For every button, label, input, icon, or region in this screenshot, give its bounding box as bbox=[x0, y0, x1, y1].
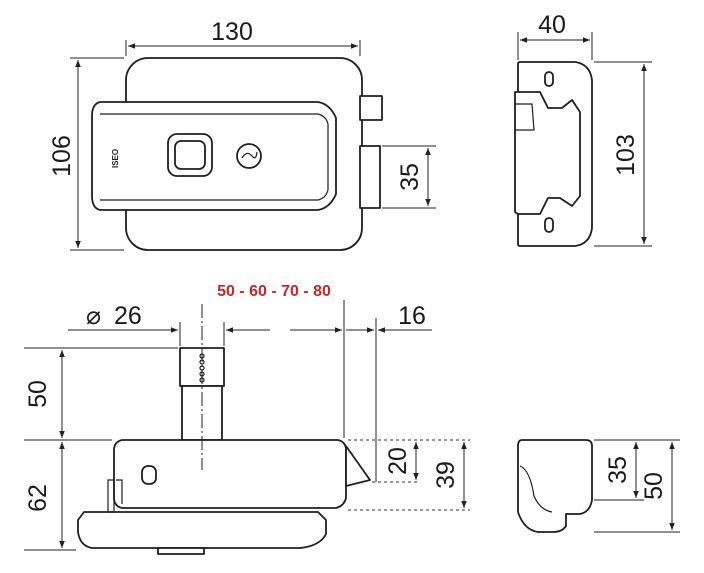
bolt-block bbox=[359, 145, 381, 209]
brand-logo: ISEO bbox=[111, 149, 120, 168]
side-handle-tab bbox=[515, 103, 535, 131]
dim-backset-options: 50 - 60 - 70 - 80 bbox=[217, 283, 331, 300]
latch-bolt bbox=[345, 445, 371, 487]
dim-side-height: 103 bbox=[612, 134, 640, 176]
front-view: ISEO bbox=[91, 57, 383, 251]
side-view bbox=[514, 61, 593, 247]
dim-cylinder-height: 50 bbox=[24, 380, 52, 408]
latch-tab bbox=[359, 95, 383, 121]
push-button-inner bbox=[174, 140, 206, 170]
side-screw-slot-bottom bbox=[544, 217, 554, 233]
dim-cylinder-diameter: 26 bbox=[114, 302, 142, 330]
side-handle bbox=[514, 91, 581, 215]
dim-latch-depth: 39 bbox=[432, 461, 460, 489]
body-screw-hole bbox=[141, 465, 157, 485]
dim-keeper-inner: 35 bbox=[604, 456, 632, 484]
top-handle bbox=[77, 511, 327, 549]
key-cylinder-icon bbox=[236, 143, 262, 169]
lock-cover bbox=[91, 101, 337, 211]
keyhole-icon bbox=[241, 151, 258, 159]
side-view-dimensions: 40 103 bbox=[517, 11, 652, 247]
keeper-body bbox=[517, 439, 593, 533]
dim-diameter-symbol: ⌀ bbox=[86, 302, 101, 330]
keeper-dimensions: 35 50 bbox=[594, 439, 680, 533]
dim-bolt-offset: 16 bbox=[398, 302, 426, 330]
dim-front-height: 106 bbox=[48, 135, 76, 177]
lock-cover-inner bbox=[100, 113, 329, 201]
top-view bbox=[77, 304, 371, 555]
side-screw-slot-top bbox=[544, 71, 554, 87]
dim-front-width: 130 bbox=[211, 18, 253, 46]
keeper-curve bbox=[519, 465, 553, 513]
dim-body-height: 62 bbox=[24, 484, 52, 512]
handle-hinge bbox=[107, 479, 115, 513]
lock-body-top bbox=[113, 439, 347, 509]
body-detail bbox=[116, 479, 123, 504]
dim-latch-height: 20 bbox=[384, 447, 412, 475]
front-view-dimensions: 130 106 35 bbox=[48, 18, 436, 251]
keeper-view bbox=[517, 439, 593, 533]
dim-bolt-projection: 35 bbox=[396, 163, 424, 191]
top-view-dimensions: ⌀ 26 50 - 60 - 70 - 80 16 50 62 20 39 bbox=[24, 283, 470, 551]
dim-keeper-outer: 50 bbox=[640, 472, 668, 500]
handle-foot bbox=[157, 547, 205, 555]
dim-side-width: 40 bbox=[538, 11, 566, 39]
